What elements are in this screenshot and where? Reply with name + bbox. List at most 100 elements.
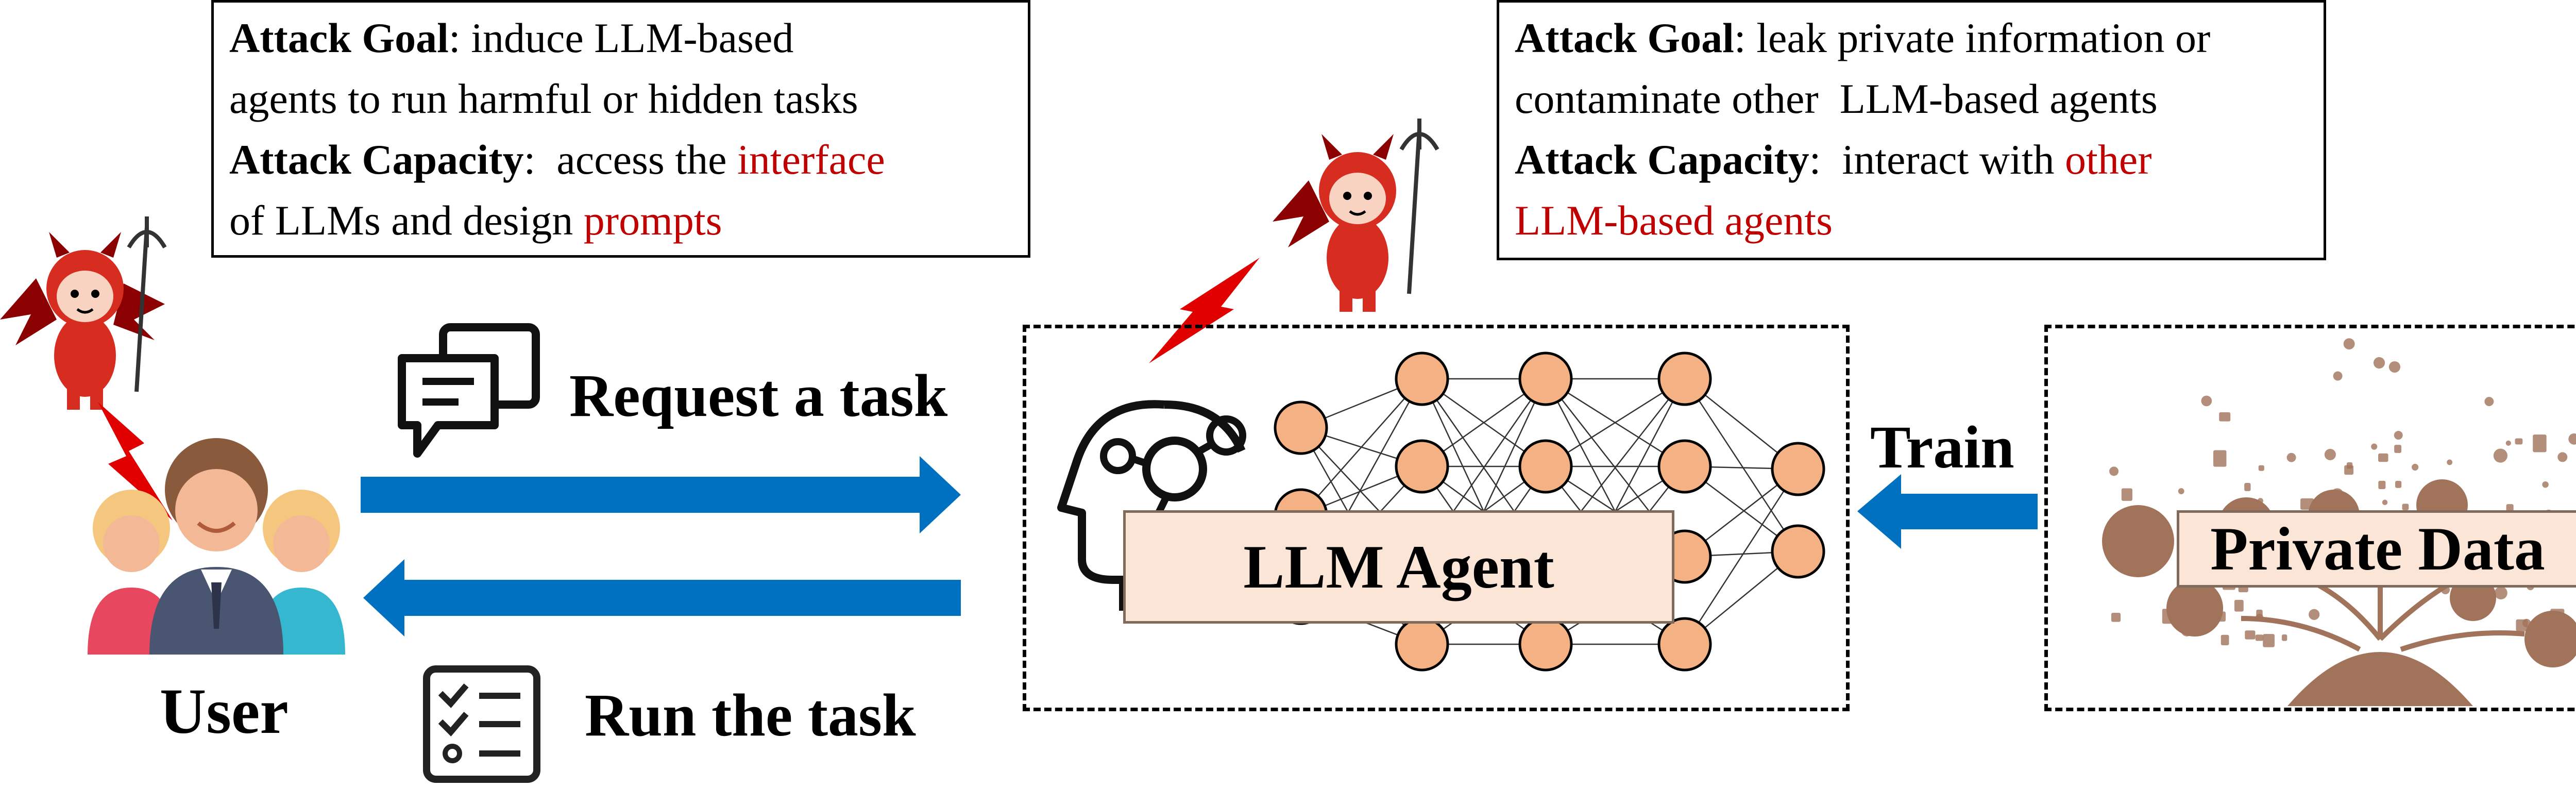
run-task-label: Run the task xyxy=(585,681,916,749)
data-icon xyxy=(2263,634,2275,647)
data-icon xyxy=(2309,609,2320,620)
network-node xyxy=(1657,439,1712,494)
data-icon xyxy=(2515,438,2523,445)
lightning-icon-center xyxy=(1149,258,1260,363)
network-node xyxy=(1274,400,1328,455)
data-icon xyxy=(2395,480,2402,488)
data-icon xyxy=(2394,445,2402,453)
attack-capacity-highlight: other xyxy=(2065,136,2152,183)
network-edge xyxy=(1684,378,1799,552)
data-icon xyxy=(2494,587,2507,599)
attack-description-box-left: Attack Goal: induce LLM-based agents to … xyxy=(211,0,1030,258)
data-icon xyxy=(2378,453,2388,462)
request-task-label: Request a task xyxy=(569,362,948,429)
devil-attacker-icon-center xyxy=(1273,119,1439,312)
attack-capacity-label: Attack Capacity xyxy=(229,136,524,183)
attack-description-box-right: Attack Goal: leak private information or… xyxy=(1497,0,2326,260)
network-edge xyxy=(1300,378,1422,516)
checklist-icon xyxy=(423,665,540,783)
globe-icon xyxy=(2166,580,2223,637)
attack-capacity-highlight2: prompts xyxy=(583,197,722,244)
data-icon xyxy=(2286,453,2296,462)
data-icon xyxy=(2568,433,2576,445)
chat-bubbles-icon xyxy=(398,323,540,458)
train-arrow xyxy=(1857,474,2038,549)
data-icon xyxy=(2447,459,2453,465)
data-icon xyxy=(2245,630,2256,640)
lightning-icon-left xyxy=(98,402,173,521)
data-icon xyxy=(2373,357,2385,369)
user-group-icon xyxy=(88,438,345,655)
data-icon xyxy=(2219,412,2231,422)
private-data-label: Private Data xyxy=(2177,510,2576,588)
llm-agent-label: LLM Agent xyxy=(1123,510,1674,624)
network-node xyxy=(1395,439,1449,494)
data-icon xyxy=(2213,450,2227,467)
data-icon xyxy=(2382,499,2388,505)
data-icon xyxy=(2244,483,2251,491)
data-icon xyxy=(2281,634,2287,641)
network-node xyxy=(1395,617,1449,672)
data-icon xyxy=(2484,397,2494,407)
data-icon xyxy=(2378,480,2386,489)
attack-goal-text: : induce LLM-based xyxy=(448,14,794,61)
attack-goal-label: Attack Goal xyxy=(229,14,449,61)
network-node xyxy=(1518,351,1573,406)
network-node xyxy=(1657,351,1712,406)
attack-capacity-highlight: interface xyxy=(737,136,885,183)
attack-goal-text-line2: contaminate other LLM-based agents xyxy=(1515,75,2158,122)
data-icon xyxy=(2402,504,2409,510)
data-icon xyxy=(2256,609,2263,617)
attack-capacity-line: Attack Capacity: interact with other xyxy=(1515,129,2308,190)
data-icon xyxy=(2412,463,2419,471)
attack-capacity-text2: of LLMs and design xyxy=(229,197,584,244)
data-icon xyxy=(2255,634,2264,641)
data-icon xyxy=(2371,443,2378,450)
attack-goal-text-line2: agents to run harmful or hidden tasks xyxy=(229,75,858,122)
network-node xyxy=(1518,439,1573,494)
data-icon xyxy=(2505,440,2511,446)
data-icon xyxy=(2533,434,2547,453)
data-icon xyxy=(2178,488,2184,494)
data-icon xyxy=(2388,361,2401,373)
data-icon xyxy=(2201,395,2212,407)
network-node xyxy=(1657,617,1712,672)
request-arrow xyxy=(361,456,961,533)
attack-capacity-text: : interact with xyxy=(1809,136,2065,183)
data-icon xyxy=(2221,634,2229,646)
attack-goal-line: Attack Goal: induce LLM-based xyxy=(229,8,1012,69)
private-data-region xyxy=(2044,325,2576,711)
data-icon xyxy=(2493,448,2507,463)
data-icon xyxy=(2344,465,2354,475)
attack-capacity-line: Attack Capacity: access the interface xyxy=(229,129,1012,190)
network-node xyxy=(1771,442,1825,496)
network-node xyxy=(1518,617,1573,672)
document-icon xyxy=(2102,505,2174,577)
devil-attacker-icon-left xyxy=(0,216,167,410)
data-icon xyxy=(2394,431,2403,440)
data-icon xyxy=(2258,465,2264,471)
run-arrow xyxy=(363,559,961,637)
attack-goal-label: Attack Goal xyxy=(1515,14,1734,61)
attack-capacity-line2: of LLMs and design prompts xyxy=(229,190,1012,251)
data-icon xyxy=(2343,338,2355,350)
data-icon xyxy=(2111,613,2121,622)
attack-capacity-text: : access the xyxy=(523,136,738,183)
attack-capacity-label: Attack Capacity xyxy=(1515,136,1809,183)
data-icon xyxy=(2333,371,2343,381)
network-node xyxy=(1771,524,1825,579)
network-edge xyxy=(1684,468,1799,645)
network-node xyxy=(1395,351,1449,406)
data-icon xyxy=(2121,488,2132,501)
attack-capacity-highlight2: LLM-based agents xyxy=(1515,197,1833,244)
attack-goal-text: : leak private information or xyxy=(1734,14,2211,61)
lock-icon xyxy=(2524,611,2576,667)
network-edge xyxy=(1545,378,1685,467)
train-label: Train xyxy=(1870,413,2014,481)
llm-agent-region xyxy=(1023,325,1850,711)
data-icon xyxy=(2324,448,2336,461)
attack-goal-line: Attack Goal: leak private information or xyxy=(1515,8,2308,69)
data-icon xyxy=(2542,481,2549,488)
data-icon xyxy=(2557,452,2568,462)
data-icon xyxy=(2516,619,2528,631)
